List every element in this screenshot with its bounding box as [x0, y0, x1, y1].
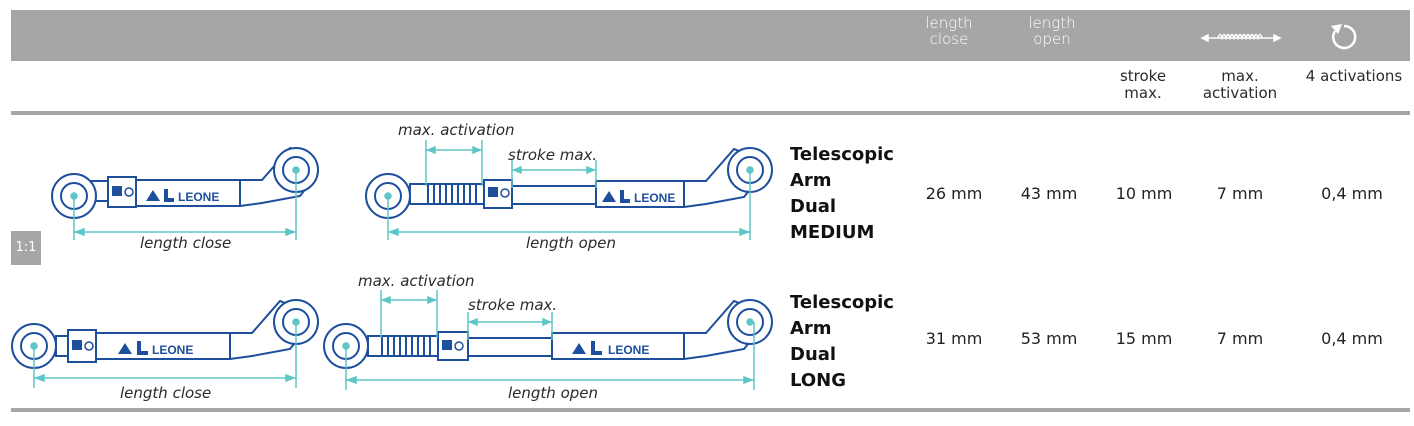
- row2-length-open-label: length open: [508, 384, 598, 402]
- scale-badge: 1:1: [11, 231, 41, 265]
- subheader-max-activation-line1: max.: [1221, 67, 1259, 85]
- row2-max-activation-label: max. activation: [358, 272, 475, 290]
- header-length-close-line1: length: [925, 14, 973, 32]
- row1-closed-logo: LEONE: [178, 190, 219, 204]
- row1-length-close-label: length close: [140, 234, 231, 252]
- row2-max-activation: 7 mm: [1216, 329, 1264, 348]
- row1-four-activations: 0,4 mm: [1321, 184, 1383, 203]
- row2-closed-arm-drawing: LEONE: [11, 299, 319, 369]
- row1-closed-dimension: [70, 166, 300, 240]
- row2-length-close-label: length close: [120, 384, 211, 402]
- row2-stroke-max: 15 mm: [1115, 329, 1173, 348]
- row1-open-arm-drawing: LEONE: [365, 147, 773, 219]
- row2-open-arm-drawing: LEONE: [323, 299, 773, 369]
- divider-bottom: [11, 408, 1410, 412]
- row1-stroke-max: 10 mm: [1115, 184, 1173, 203]
- row1-name-line4: MEDIUM: [790, 222, 875, 243]
- row1-max-activation-label: max. activation: [398, 121, 515, 139]
- row1-length-close: 26 mm: [925, 184, 983, 203]
- header-length-close: length close: [918, 15, 980, 47]
- row1-open-logo: LEONE: [634, 191, 675, 205]
- subheader-four-activations: 4 activations: [1296, 68, 1412, 85]
- subheader-four-activations-line1: 4 activations: [1305, 67, 1403, 85]
- row1-closed-arm-drawing: LEONE: [51, 146, 319, 219]
- row2-name-line2: Arm: [790, 318, 832, 339]
- row2-length-open: 53 mm: [1020, 329, 1078, 348]
- row1-name-line3: Dual: [790, 196, 837, 217]
- row1-name-line2: Arm: [790, 170, 832, 191]
- row2-stroke-max-label: stroke max.: [468, 296, 557, 314]
- row2-name-line3: Dual: [790, 344, 837, 365]
- row2-open-logo: LEONE: [608, 343, 649, 357]
- table-header-band: [11, 10, 1410, 61]
- row2-product-name: Telescopic Arm Dual LONG: [790, 290, 894, 394]
- row1-length-open: 43 mm: [1020, 184, 1078, 203]
- row1-open-dimensions: [384, 140, 754, 240]
- subheader-max-activation: max. activation: [1192, 68, 1288, 102]
- row2-open-dimensions: [342, 290, 755, 390]
- header-length-open-line2: open: [1033, 30, 1071, 48]
- row1-max-activation: 7 mm: [1216, 184, 1264, 203]
- header-length-open-line1: length: [1028, 14, 1076, 32]
- row1-name-line1: Telescopic: [790, 144, 894, 165]
- subheader-stroke-max-line2: max.: [1124, 84, 1162, 102]
- row2-closed-dimension: [30, 318, 300, 388]
- row1-length-open-label: length open: [526, 234, 616, 252]
- subheader-stroke-max: stroke max.: [1108, 68, 1178, 102]
- subheader-stroke-max-line1: stroke: [1119, 67, 1167, 85]
- row2-name-line1: Telescopic: [790, 292, 894, 313]
- row2-closed-logo: LEONE: [152, 343, 193, 357]
- subheader-max-activation-line2: activation: [1202, 84, 1278, 102]
- row2-name-line4: LONG: [790, 370, 846, 391]
- row1-stroke-max-label: stroke max.: [508, 146, 597, 164]
- header-length-close-line2: close: [929, 30, 969, 48]
- row2-four-activations: 0,4 mm: [1321, 329, 1383, 348]
- header-length-open: length open: [1021, 15, 1083, 47]
- divider-top: [11, 111, 1410, 115]
- row2-length-close: 31 mm: [925, 329, 983, 348]
- row1-product-name: Telescopic Arm Dual MEDIUM: [790, 142, 894, 246]
